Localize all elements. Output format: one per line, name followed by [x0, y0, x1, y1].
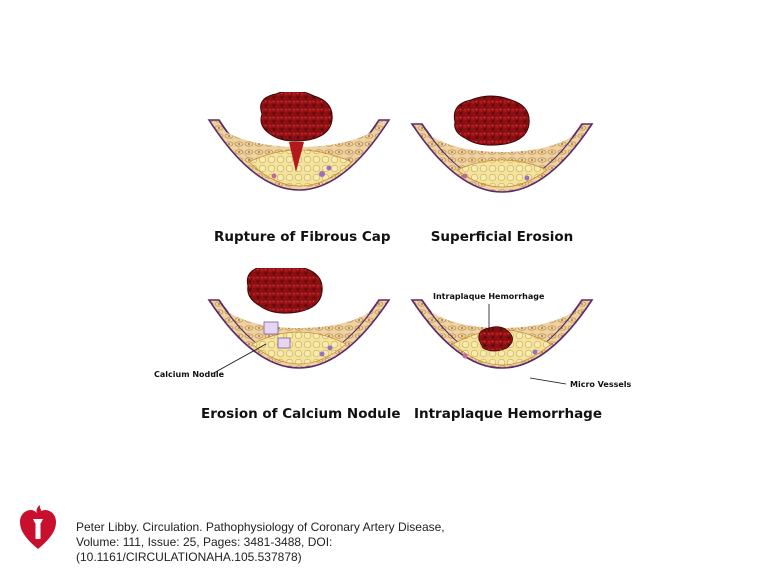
label-calcium-nodule: Calcium Nodule [154, 370, 225, 379]
label-intraplaque-hemorrhage: Intraplaque Hemorrhage [433, 292, 545, 301]
caption-superficial-erosion: Superficial Erosion [430, 229, 574, 245]
caption-rupture-of-fibrous-cap: Rupture of Fibrous Cap [214, 229, 391, 245]
citation: Peter Libby. Circulation. Pathophysiolog… [76, 520, 445, 565]
citation-line-3: (10.1161/CIRCULATIONAHA.105.537878) [76, 550, 302, 564]
heart-torch-logo-icon [20, 505, 56, 549]
caption-intraplaque-hemorrhage: Intraplaque Hemorrhage [413, 406, 603, 422]
micro-vessels-leader-line [529, 377, 567, 385]
caption-erosion-of-calcium-nodule: Erosion of Calcium Nodule [201, 406, 401, 422]
calcium-nodule-leader-line [211, 343, 267, 375]
citation-line-1: Peter Libby. Circulation. Pathophysiolog… [76, 520, 445, 534]
intraplaque-hemorrhage-illustration [407, 268, 597, 398]
citation-line-2: Volume: 111, Issue: 25, Pages: 3481-3488… [76, 535, 333, 549]
label-micro-vessels: Micro Vessels [570, 380, 632, 389]
rupture-of-fibrous-cap-illustration [204, 92, 394, 222]
superficial-erosion-illustration [407, 92, 597, 222]
intraplaque-hemorrhage-leader-line [488, 304, 490, 332]
